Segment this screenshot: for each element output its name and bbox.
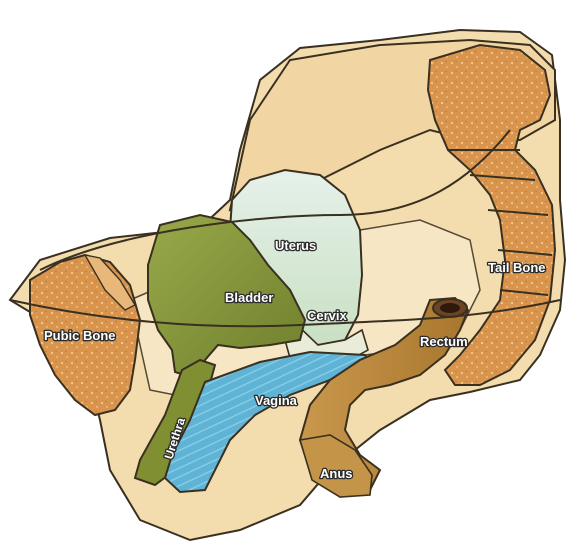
label-anus: Anus [320, 466, 353, 481]
label-rectum: Rectum [420, 334, 468, 349]
label-uterus: Uterus [275, 238, 316, 253]
label-pubic-bone: Pubic Bone [44, 328, 116, 343]
label-vagina: Vagina [255, 393, 298, 408]
rectum-lumen [440, 303, 460, 313]
label-bladder: Bladder [225, 290, 273, 305]
label-cervix: Cervix [307, 308, 348, 323]
label-tail-bone: Tail Bone [488, 260, 546, 275]
